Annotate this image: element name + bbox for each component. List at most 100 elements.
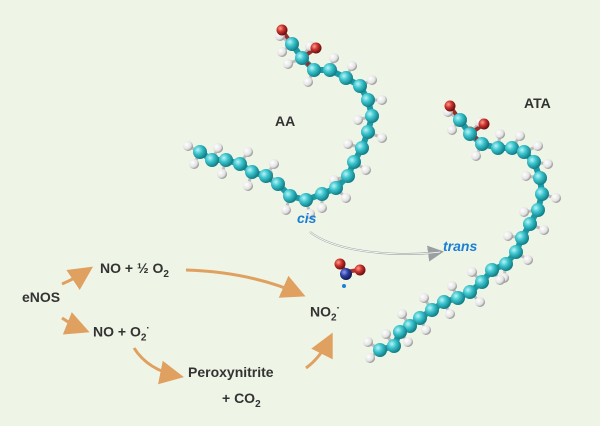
ata-carbon-atom — [413, 311, 427, 325]
ata-carbon-atom — [475, 137, 489, 151]
aa-carbon-atom — [355, 141, 369, 155]
ata-carbon-atom — [531, 203, 545, 217]
ata-hydrogen-atom — [533, 141, 543, 151]
ata-carbon-atom — [437, 295, 451, 309]
ata-oxygen-atom — [444, 100, 456, 112]
arrow-peroxynitrite-to-no2 — [305, 332, 333, 370]
arrow-enos-to-no-half-o2 — [61, 266, 93, 290]
aa-carbon-atom — [283, 189, 297, 203]
ata-hydrogen-atom — [419, 293, 429, 303]
ata-molecule — [363, 100, 561, 363]
aa-hydrogen-atom — [377, 133, 387, 143]
aa-carbon-atom — [233, 157, 247, 171]
ata-label: ATA — [524, 95, 551, 111]
aa-hydrogen-atom — [281, 205, 291, 215]
cis-label: cis — [297, 210, 317, 226]
ata-hydrogen-atom — [495, 129, 505, 139]
aa-carbon-atom — [205, 153, 219, 167]
ata-hydrogen-atom — [495, 275, 505, 285]
ata-hydrogen-atom — [365, 353, 375, 363]
ata-hydrogen-atom — [447, 281, 457, 291]
aa-hydrogen-atom — [329, 53, 339, 63]
ata-carbon-atom — [533, 171, 547, 185]
aa-carbon-atom — [271, 177, 285, 191]
ata-carbon-atom — [393, 325, 407, 339]
ata-oxygen-atom — [478, 118, 490, 130]
ata-carbon-atom — [517, 145, 531, 159]
ata-hydrogen-atom — [523, 255, 533, 265]
aa-carbon-atom — [307, 63, 321, 77]
aa-hydrogen-atom — [213, 143, 223, 153]
arrow-cis-to-trans — [309, 231, 444, 262]
ata-hydrogen-atom — [447, 125, 457, 135]
ata-carbon-atom — [373, 343, 387, 357]
aa-hydrogen-atom — [183, 141, 193, 151]
trans-label: trans — [443, 238, 478, 254]
enos-label: eNOS — [22, 289, 61, 305]
aa-carbon-atom — [353, 79, 367, 93]
ata-hydrogen-atom — [471, 151, 481, 161]
aa-hydrogen-atom — [303, 77, 313, 87]
ata-carbon-atom — [509, 245, 523, 259]
aa-carbon-atom — [361, 93, 375, 107]
ata-carbon-atom — [475, 275, 489, 289]
aa-hydrogen-atom — [341, 193, 351, 203]
ata-carbon-atom — [491, 141, 505, 155]
no2-radical-dot — [342, 284, 346, 288]
arrow-no-o2-to-peroxynitrite — [132, 347, 184, 385]
aa-carbon-atom — [295, 51, 309, 65]
ata-carbon-atom — [505, 141, 519, 155]
ata-hydrogen-atom — [445, 309, 455, 319]
ata-carbon-atom — [387, 339, 401, 353]
no2-nitrogen-atom — [340, 268, 352, 280]
ata-carbon-atom — [425, 303, 439, 317]
aa-carbon-atom — [285, 37, 299, 51]
aa-carbon-atom — [365, 109, 379, 123]
aa-hydrogen-atom — [283, 59, 293, 69]
no-half-o2-label: NO + ½ O2 — [100, 260, 169, 280]
aa-hydrogen-atom — [189, 159, 199, 169]
ata-hydrogen-atom — [519, 207, 529, 217]
arrow-enos-to-no-o2 — [61, 312, 90, 335]
no2-oxygen-atom — [354, 264, 366, 276]
no-o2-label: NO + O2· — [93, 323, 150, 344]
ata-hydrogen-atom — [421, 325, 431, 335]
co2-label: + CO2 — [222, 390, 261, 410]
no2-oxygen-atom — [334, 258, 346, 270]
peroxynitrite-label: Peroxynitrite — [188, 364, 274, 380]
aa-carbon-atom — [315, 187, 329, 201]
aa-carbon-atom — [219, 153, 233, 167]
ata-carbon-atom — [523, 217, 537, 231]
ata-hydrogen-atom — [381, 329, 391, 339]
aa-carbon-atom — [347, 155, 361, 169]
aa-carbon-atom — [341, 169, 355, 183]
ata-hydrogen-atom — [551, 193, 561, 203]
aa-hydrogen-atom — [217, 169, 227, 179]
aa-carbon-atom — [245, 165, 259, 179]
ata-hydrogen-atom — [475, 297, 485, 307]
ata-hydrogen-atom — [503, 231, 513, 241]
aa-label: AA — [275, 113, 296, 129]
ata-hydrogen-atom — [515, 131, 525, 141]
arrow-no-half-o2-to-no2 — [185, 268, 306, 298]
no2-label: NO2· — [310, 303, 340, 324]
aa-hydrogen-atom — [243, 181, 253, 191]
ata-hydrogen-atom — [397, 309, 407, 319]
aa-carbon-atom — [193, 145, 207, 159]
aa-oxygen-atom — [310, 42, 322, 54]
ata-hydrogen-atom — [403, 337, 413, 347]
aa-hydrogen-atom — [343, 139, 353, 149]
aa-carbon-atom — [329, 181, 343, 195]
aa-hydrogen-atom — [305, 209, 315, 219]
ata-carbon-atom — [485, 263, 499, 277]
ata-carbon-atom — [451, 291, 465, 305]
ata-carbon-atom — [535, 187, 549, 201]
aa-carbon-atom — [299, 193, 313, 207]
aa-hydrogen-atom — [353, 115, 363, 125]
ata-carbon-atom — [463, 285, 477, 299]
ata-carbon-atom — [515, 231, 529, 245]
aa-carbon-atom — [361, 125, 375, 139]
aa-hydrogen-atom — [243, 147, 253, 157]
